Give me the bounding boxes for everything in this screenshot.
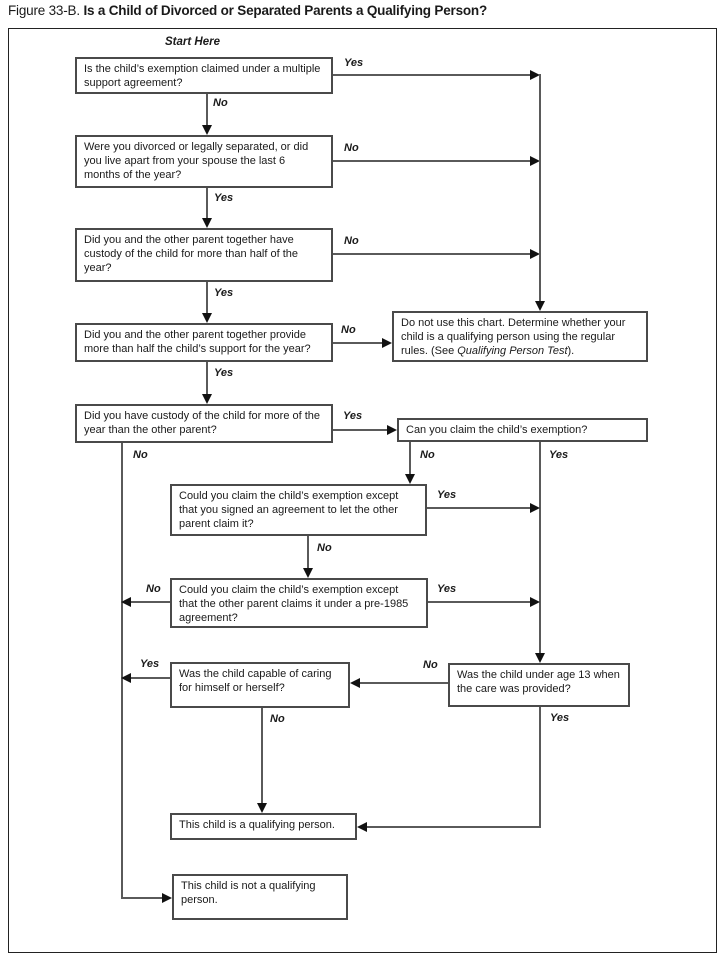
node-not-qualifying-person: This child is not a qualifying person. [172, 874, 348, 920]
figure-title: Figure 33-B. Is a Child of Divorced or S… [8, 3, 487, 18]
arrowhead-q1-yes [530, 70, 540, 80]
arrowhead-q4-no [382, 338, 392, 348]
connector-q10-yes-vertical [539, 707, 541, 827]
connector-q6-no [409, 442, 411, 476]
edge-label-q2-yes: Yes [214, 192, 234, 204]
node-signed-agreement: Could you claim the child’s exemption ex… [170, 484, 427, 536]
arrowhead-q2-yes [202, 218, 212, 228]
edge-label-q5-yes: Yes [343, 410, 363, 422]
connector-q2-yes [206, 188, 208, 220]
connector-q7-yes [427, 507, 532, 509]
connector-into-not-qualifying [121, 897, 164, 899]
do-not-use-italic: Qualifying Person Test [457, 344, 568, 357]
arrowhead-q8-no [121, 597, 131, 607]
node-child-capable: Was the child capable of caring for hims… [170, 662, 350, 708]
node-custody-together: Did you and the other parent together ha… [75, 228, 333, 282]
edge-label-q3-no: No [344, 235, 359, 247]
arrowhead-q6-no [405, 474, 415, 484]
connector-q10-no [358, 682, 448, 684]
figure-title-text: Is a Child of Divorced or Separated Pare… [83, 3, 488, 18]
connector-q5-yes [333, 429, 389, 431]
arrowhead-q3-no [530, 249, 540, 259]
arrowhead-q8-yes [530, 597, 540, 607]
edge-label-q5-no: No [133, 449, 148, 461]
do-not-use-after: ). [567, 344, 575, 357]
node-pre-1985: Could you claim the child’s exemption ex… [170, 578, 428, 628]
edge-label-q4-yes: Yes [214, 367, 234, 379]
node-under-age-13: Was the child under age 13 when the care… [448, 663, 630, 707]
arrowhead-into-qualifying-top [257, 803, 267, 813]
arrowhead-q3-yes [202, 313, 212, 323]
arrowhead-into-qualifying-right [357, 822, 367, 832]
connector-left-collector [121, 443, 123, 898]
edge-label-q1-no: No [213, 97, 228, 109]
arrowhead-q10-no [350, 678, 360, 688]
node-support-together: Did you and the other parent together pr… [75, 323, 333, 362]
arrowhead-into-do-not-use [535, 301, 545, 311]
connector-q3-yes [206, 282, 208, 315]
arrowhead-q7-no [303, 568, 313, 578]
edge-label-q1-yes: Yes [344, 57, 364, 69]
connector-q7-no [307, 536, 309, 570]
edge-label-q9-no: No [270, 713, 285, 725]
edge-label-q10-no: No [423, 659, 438, 671]
arrowhead-q5-yes [387, 425, 397, 435]
edge-label-q6-yes: Yes [549, 449, 569, 461]
node-qualifying-person: This child is a qualifying person. [170, 813, 357, 840]
connector-q10-yes-horizontal [365, 826, 541, 828]
connector-q8-no [130, 601, 170, 603]
figure-border [8, 28, 717, 953]
connector-q1-yes [333, 74, 532, 76]
node-custody-more: Did you have custody of the child for mo… [75, 404, 333, 443]
edge-label-q8-yes: Yes [437, 583, 457, 595]
arrowhead-into-under-13 [535, 653, 545, 663]
arrowhead-into-not-qualifying [162, 893, 172, 903]
figure-label: Figure 33-B. [8, 3, 80, 18]
edge-label-q3-yes: Yes [214, 287, 234, 299]
edge-label-q4-no: No [341, 324, 356, 336]
do-not-use-before: Do not use this chart. Determine whether… [401, 317, 626, 357]
connector-q1-no [206, 94, 208, 127]
arrowhead-q2-no [530, 156, 540, 166]
node-divorced-separated: Were you divorced or legally separated, … [75, 135, 333, 188]
arrowhead-q9-yes [121, 673, 131, 683]
arrowhead-q7-yes [530, 503, 540, 513]
connector-q6-yes [539, 442, 541, 655]
start-here-label: Start Here [165, 36, 220, 48]
node-claim-exemption: Can you claim the child’s exemption? [397, 418, 648, 442]
edge-label-q8-no: No [146, 583, 161, 595]
arrowhead-q4-yes [202, 394, 212, 404]
node-multiple-support: Is the child’s exemption claimed under a… [75, 57, 333, 94]
edge-label-q10-yes: Yes [550, 712, 570, 724]
connector-q3-no [333, 253, 532, 255]
edge-label-q9-yes: Yes [140, 658, 160, 670]
edge-label-q7-no: No [317, 542, 332, 554]
connector-q4-no [333, 342, 384, 344]
node-do-not-use-chart: Do not use this chart. Determine whether… [392, 311, 648, 362]
edge-label-q7-yes: Yes [437, 489, 457, 501]
connector-q2-no [333, 160, 532, 162]
connector-q9-yes [130, 677, 170, 679]
connector-q9-no [261, 708, 263, 805]
connector-right-collector [539, 74, 541, 303]
arrowhead-q1-no [202, 125, 212, 135]
edge-label-q6-no: No [420, 449, 435, 461]
connector-q4-yes [206, 362, 208, 396]
connector-q8-yes [428, 601, 532, 603]
edge-label-q2-no: No [344, 142, 359, 154]
